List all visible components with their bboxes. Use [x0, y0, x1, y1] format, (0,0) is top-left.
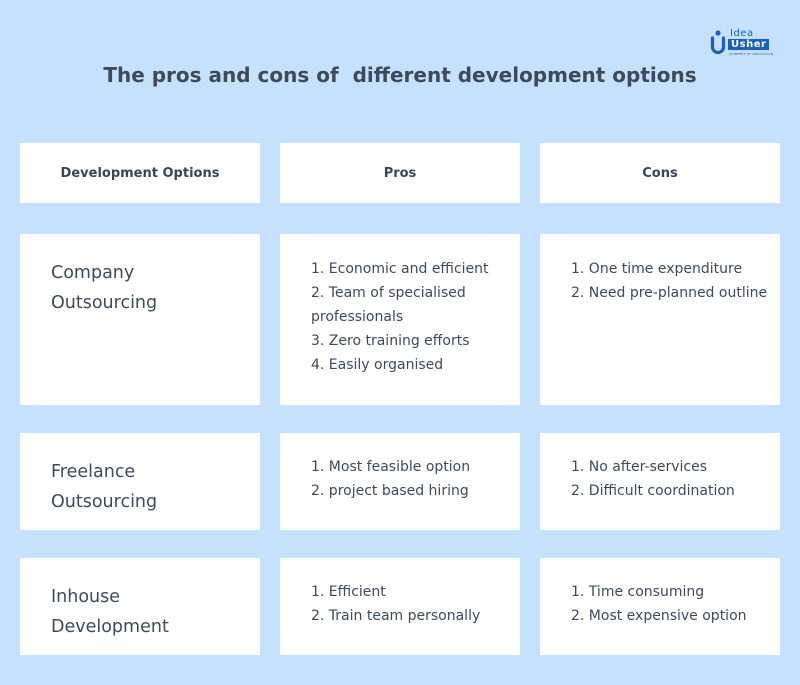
- pros-list: 1. Economic and efficient 2. Team of spe…: [280, 234, 520, 377]
- list-item: 2. project based hiring: [311, 483, 469, 499]
- row-inhouse-development-cons: 1. Time consuming 2. Most expensive opti…: [540, 558, 780, 655]
- row-freelance-outsourcing-option: Freelance Outsourcing: [20, 433, 260, 530]
- row-company-outsourcing-option: Company Outsourcing: [20, 234, 260, 405]
- list-item: 2. Team of specialised professionals: [311, 285, 466, 325]
- row-freelance-outsourcing-cons: 1. No after-services 2. Difficult coordi…: [540, 433, 780, 530]
- brand-logo: Idea Usher PIONEERS OF INNOVATION: [708, 28, 778, 58]
- brand-tagline: PIONEERS OF INNOVATION: [729, 52, 774, 56]
- list-item: 1. Most feasible option: [311, 459, 471, 475]
- cons-list: 1. One time expenditure 2. Need pre-plan…: [540, 234, 780, 305]
- brand-word-main: Usher: [728, 39, 770, 50]
- row-company-outsourcing-pros: 1. Economic and efficient 2. Team of spe…: [280, 234, 520, 405]
- option-label: Company Outsourcing: [51, 263, 158, 313]
- list-item: 1. Efficient: [311, 584, 386, 600]
- brand-word-top: Idea: [730, 28, 754, 39]
- list-item: 3. Zero training efforts: [311, 333, 470, 349]
- row-inhouse-development-pros: 1. Efficient 2. Train team personally: [280, 558, 520, 655]
- pros-list: 1. Most feasible option 2. project based…: [280, 433, 520, 503]
- list-item: 1. No after-services: [571, 459, 708, 475]
- row-inhouse-development-option: Inhouse Development: [20, 558, 260, 655]
- list-item: 2. Need pre-planned outline: [571, 285, 768, 301]
- option-label: Freelance Outsourcing: [51, 462, 158, 512]
- row-freelance-outsourcing-pros: 1. Most feasible option 2. project based…: [280, 433, 520, 530]
- header-development-options: Development Options: [20, 143, 260, 203]
- list-item: 2. Most expensive option: [571, 608, 747, 624]
- list-item: 2. Train team personally: [311, 608, 481, 624]
- header-cons: Cons: [540, 143, 780, 203]
- row-company-outsourcing-cons: 1. One time expenditure 2. Need pre-plan…: [540, 234, 780, 405]
- list-item: 1. Economic and efficient: [311, 261, 489, 277]
- list-item: 2. Difficult coordination: [571, 483, 735, 499]
- cons-list: 1. Time consuming 2. Most expensive opti…: [540, 558, 780, 628]
- option-label: Inhouse Development: [51, 587, 169, 637]
- list-item: 1. One time expenditure: [571, 261, 743, 277]
- pros-list: 1. Efficient 2. Train team personally: [280, 558, 520, 628]
- header-pros: Pros: [280, 143, 520, 203]
- page-title: The pros and cons of different developme…: [103, 63, 697, 87]
- cons-list: 1. No after-services 2. Difficult coordi…: [540, 433, 780, 503]
- list-item: 4. Easily organised: [311, 357, 444, 373]
- idea-usher-logo-icon: [710, 30, 726, 55]
- list-item: 1. Time consuming: [571, 584, 705, 600]
